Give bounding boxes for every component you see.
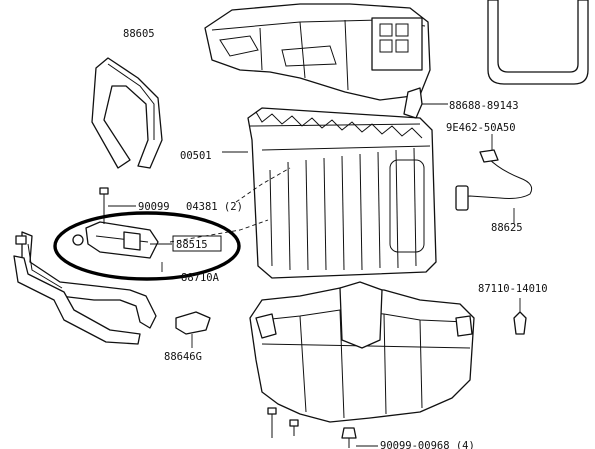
- screws-90099-00968: [267, 407, 378, 448]
- label-90099-00968: 90099-00968 (4): [380, 440, 475, 449]
- label-88688-89143: 88688-89143: [449, 100, 519, 112]
- label-04381: 04381 (2): [186, 201, 243, 213]
- label-90099: 90099: [138, 201, 170, 213]
- pipe-bracket-88605: [91, 57, 163, 169]
- highlight-label-box: [172, 235, 222, 252]
- pressure-switch: [175, 311, 211, 348]
- upper-housing: [204, 3, 431, 101]
- highlight-ellipse: [53, 211, 241, 281]
- refrigerant-tubes: [13, 231, 157, 345]
- bolt-90099: [99, 187, 136, 224]
- small-bracket: [403, 87, 448, 119]
- label-88646G: 88646G: [164, 351, 202, 363]
- label-88710A: 88710A: [181, 272, 220, 284]
- bracket-88515: [72, 221, 159, 259]
- label-00501: 00501: [180, 150, 212, 162]
- lower-housing: [249, 281, 475, 423]
- label-88515: 88515: [176, 239, 208, 251]
- frame-bracket: [487, 0, 589, 85]
- label-88605: 88605: [123, 28, 155, 40]
- leader-lines: [150, 151, 291, 272]
- evaporator-core: [247, 107, 437, 279]
- sensor-wire: [455, 134, 533, 224]
- label-87110-14010: 87110-14010: [478, 283, 548, 295]
- label-88625: 88625: [491, 222, 523, 234]
- fastener-87110: [513, 298, 527, 335]
- label-9E462-50A50: 9E462-50A50: [446, 122, 516, 134]
